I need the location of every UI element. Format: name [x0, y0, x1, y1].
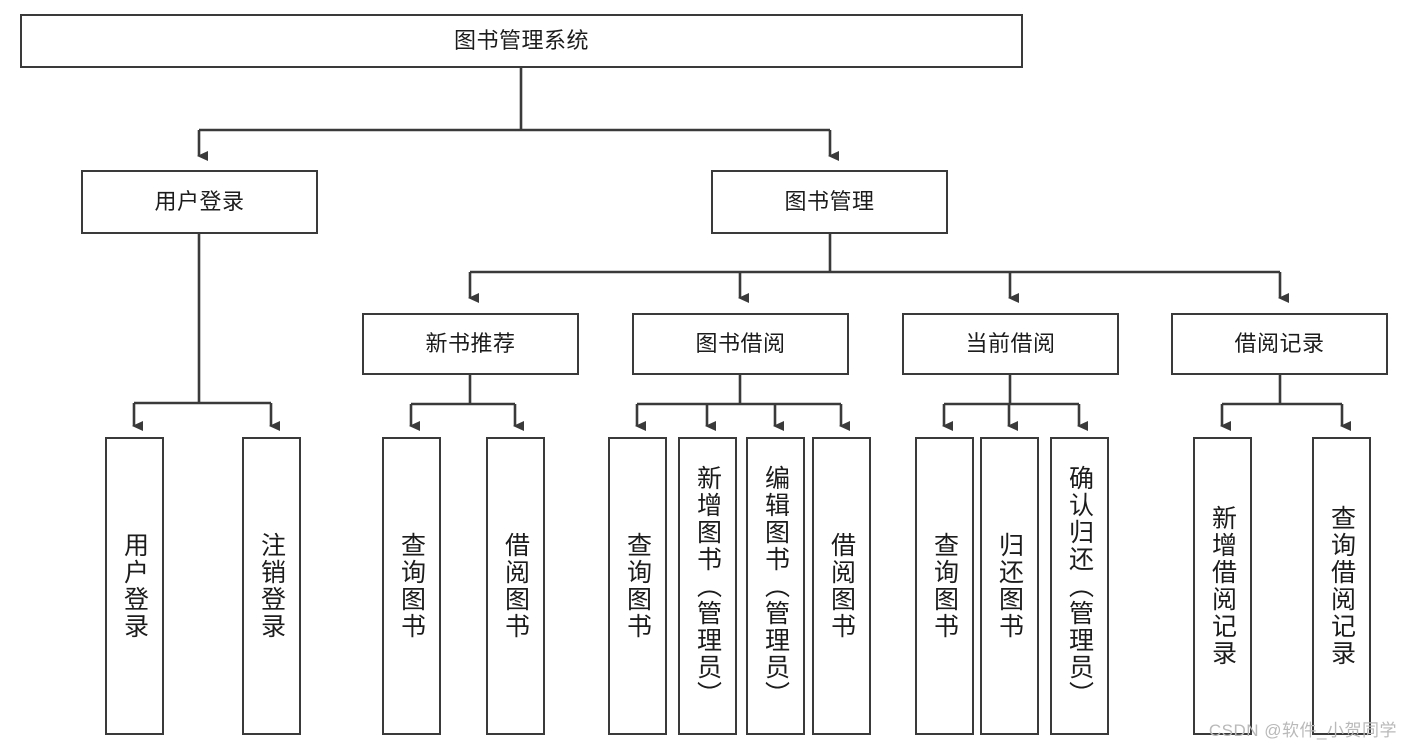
node-label: 借阅记录 — [1234, 330, 1325, 356]
node-label: 注销登录 — [257, 532, 286, 640]
node-label: 用户登录 — [154, 188, 245, 214]
leaf-current-query-book[interactable]: 查询图书 — [915, 437, 974, 735]
node-current-borrow[interactable]: 当前借阅 — [902, 313, 1119, 375]
node-label: 新书推荐 — [425, 330, 516, 356]
leaf-borrow-query-book[interactable]: 查询图书 — [608, 437, 667, 735]
node-label: 借阅图书 — [501, 532, 530, 640]
leaf-record-add-borrow-record[interactable]: 新增借阅记录 — [1193, 437, 1252, 735]
node-root-book-management-system[interactable]: 图书管理系统 — [20, 14, 1023, 68]
leaf-current-return-book[interactable]: 归还图书 — [980, 437, 1039, 735]
node-label: 查询图书 — [623, 532, 652, 640]
node-label: 当前借阅 — [965, 330, 1056, 356]
node-label: 图书管理系统 — [453, 27, 589, 53]
node-label: 编辑图书（管理员） — [761, 464, 790, 708]
node-label: 借阅图书 — [827, 532, 856, 640]
leaf-borrow-add-book-admin[interactable]: 新增图书（管理员） — [678, 437, 737, 735]
leaf-user-login-logout[interactable]: 注销登录 — [242, 437, 301, 735]
node-new-book-recommend[interactable]: 新书推荐 — [362, 313, 579, 375]
leaf-borrow-borrow-book[interactable]: 借阅图书 — [812, 437, 871, 735]
node-label: 用户登录 — [120, 532, 149, 640]
leaf-recommend-borrow-book[interactable]: 借阅图书 — [486, 437, 545, 735]
node-label: 查询图书 — [930, 532, 959, 640]
node-book-management[interactable]: 图书管理 — [711, 170, 948, 234]
watermark-text: CSDN @软件_小贺同学 — [1208, 721, 1397, 740]
node-user-login[interactable]: 用户登录 — [81, 170, 318, 234]
node-label: 新增图书（管理员） — [693, 464, 722, 708]
node-label: 归还图书 — [995, 532, 1024, 640]
node-book-borrow[interactable]: 图书借阅 — [632, 313, 849, 375]
node-label: 新增借阅记录 — [1208, 505, 1237, 667]
leaf-record-query-borrow-record[interactable]: 查询借阅记录 — [1312, 437, 1371, 735]
node-label: 查询借阅记录 — [1327, 505, 1356, 667]
node-label: 图书借阅 — [695, 330, 786, 356]
node-label: 图书管理 — [784, 188, 875, 214]
leaf-recommend-query-book[interactable]: 查询图书 — [382, 437, 441, 735]
node-borrow-record[interactable]: 借阅记录 — [1171, 313, 1388, 375]
leaf-borrow-edit-book-admin[interactable]: 编辑图书（管理员） — [746, 437, 805, 735]
node-label: 确认归还（管理员） — [1065, 464, 1094, 708]
leaf-user-login-login[interactable]: 用户登录 — [105, 437, 164, 735]
node-label: 查询图书 — [397, 532, 426, 640]
leaf-current-confirm-return-admin[interactable]: 确认归还（管理员） — [1050, 437, 1109, 735]
